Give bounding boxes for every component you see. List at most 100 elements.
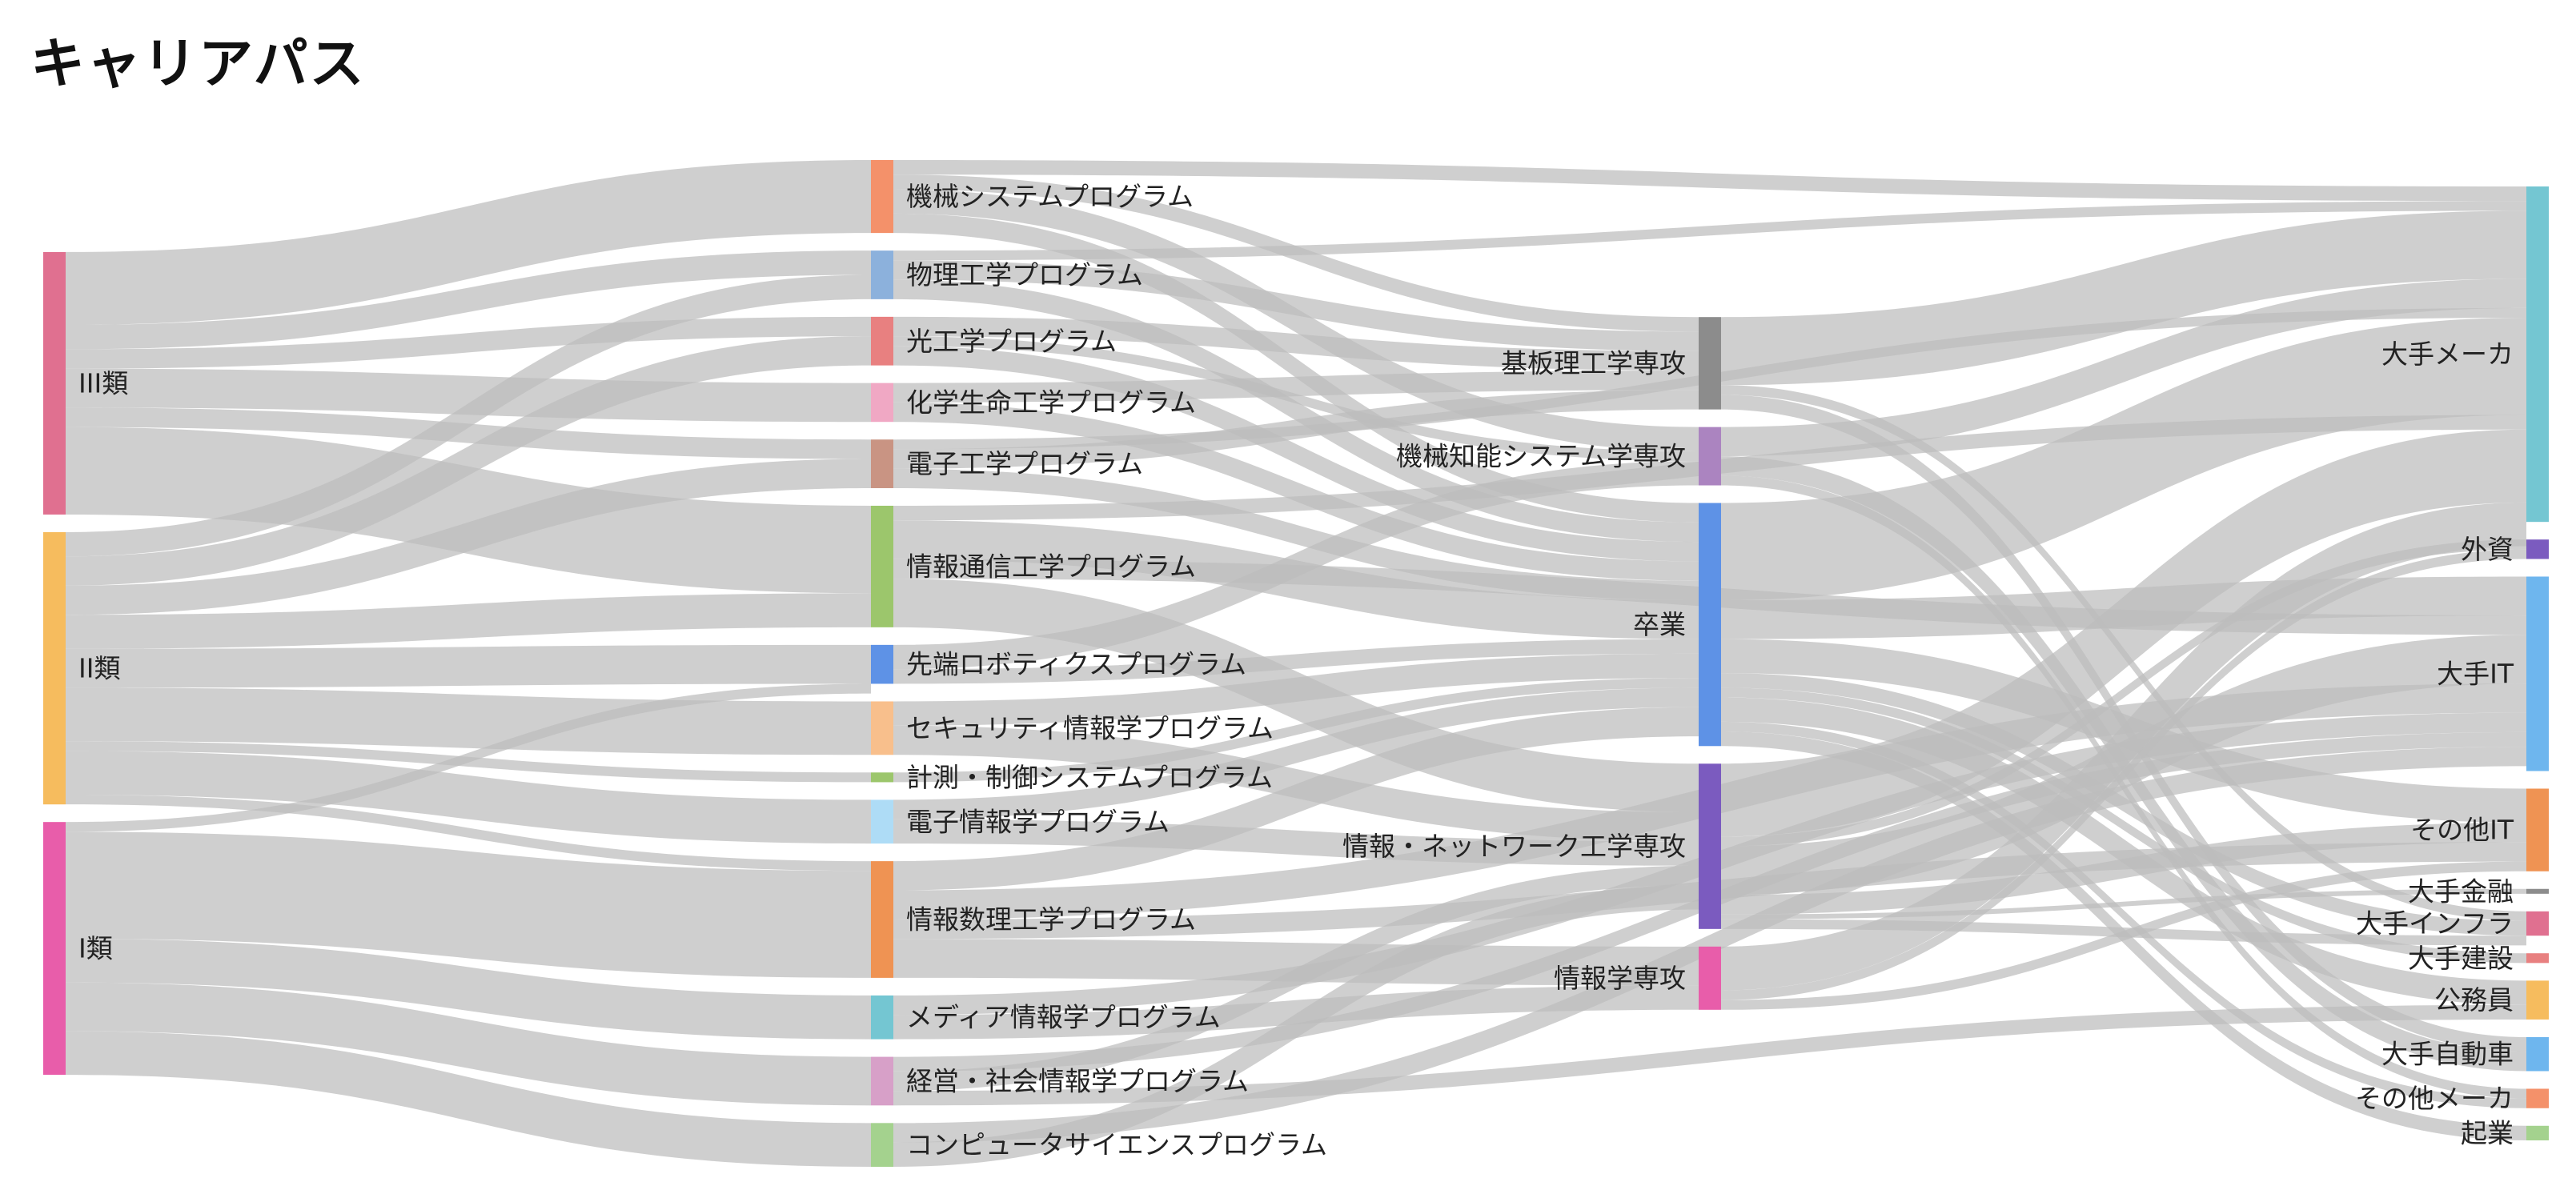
node-bar [871, 644, 893, 684]
link [66, 593, 871, 649]
node-label: 大手金融 [2408, 875, 2514, 907]
node-label: 先端ロボティクスプログラム [906, 649, 1246, 680]
link [893, 279, 1699, 543]
node-label: 機械知能システム学専攻 [1396, 441, 1686, 472]
node-bar [871, 701, 893, 755]
node-label: 情報通信工学プログラム [906, 551, 1196, 582]
link [893, 468, 1699, 601]
node-label: コンピュータサイエンスプログラム [906, 1129, 1327, 1160]
node-label: 大手自動車 [2381, 1039, 2514, 1070]
node-bar [2526, 1125, 2549, 1140]
node-label: 公務員 [2434, 984, 2514, 1016]
link [1721, 210, 2526, 386]
node-label: 計測・制御システムプログラム [906, 762, 1273, 793]
node-bar [1699, 317, 1721, 410]
link [66, 795, 871, 871]
node-bar [1699, 427, 1721, 486]
node-bar [2526, 788, 2549, 871]
node-bar [871, 383, 893, 423]
node-bar [1699, 763, 1721, 929]
node-bar [1699, 946, 1721, 1010]
link [1721, 861, 2526, 1010]
link [893, 336, 1699, 462]
link [1721, 687, 2526, 964]
node-bar [871, 772, 893, 783]
node-label: 物理工学プログラム [906, 259, 1143, 290]
link [66, 274, 871, 557]
link [893, 189, 1699, 451]
link [66, 751, 871, 844]
link [66, 160, 871, 326]
node-label: 機械システムプログラム [906, 181, 1194, 212]
link [1721, 318, 2526, 601]
node-label: 大手メーカ [2381, 339, 2514, 370]
node-bar [43, 531, 66, 805]
node-label: 基板理工学専攻 [1501, 347, 1686, 379]
link [893, 461, 1699, 670]
link [1721, 502, 2526, 991]
link [1721, 278, 2526, 457]
link [66, 1031, 871, 1167]
node-label: 外資 [2461, 534, 2514, 565]
link [893, 678, 1699, 783]
link [66, 407, 871, 459]
link [66, 938, 871, 1040]
link [66, 427, 871, 594]
link [893, 201, 2526, 261]
node-bar [871, 995, 893, 1040]
link [66, 982, 871, 1106]
node-bar [2526, 888, 2549, 894]
node-bar [2526, 911, 2549, 936]
link [1721, 539, 2526, 847]
node-label: メディア情報学プログラム [906, 1002, 1221, 1033]
link [893, 653, 1699, 726]
link [66, 683, 871, 832]
link [1721, 697, 2526, 1005]
node-bar [871, 250, 893, 299]
node-bar [871, 439, 893, 488]
node-bar [871, 160, 893, 234]
node-bar [43, 251, 66, 515]
node-bar [2526, 539, 2549, 559]
node-bar [871, 316, 893, 366]
link [893, 213, 1699, 523]
link [893, 725, 1699, 842]
link [66, 831, 871, 978]
node-label: 光工学プログラム [906, 326, 1117, 357]
link [893, 639, 1699, 684]
link [893, 885, 1699, 1167]
node-label: その他IT [2410, 815, 2514, 846]
node-label: 卒業 [1633, 609, 1686, 640]
link [66, 336, 871, 586]
link [893, 316, 1699, 371]
sankey-links [66, 160, 2526, 1167]
node-bar [871, 1056, 893, 1106]
node-label: 大手IT [2437, 658, 2514, 689]
node-bar [871, 799, 893, 844]
link [66, 644, 871, 688]
node-label: I類 [78, 933, 113, 964]
node-bar [2526, 1036, 2549, 1072]
link [1721, 549, 2526, 1000]
node-bar [1699, 503, 1721, 747]
link [1721, 721, 2526, 1108]
node-label: II類 [78, 653, 120, 684]
node-bar [2526, 1088, 2549, 1108]
node-bar [2526, 186, 2549, 523]
link [66, 459, 871, 615]
link [66, 250, 871, 350]
node-label: 大手インフラ [2356, 908, 2514, 940]
node-label: セキュリティ情報学プログラム [906, 712, 1274, 743]
node-bar [2526, 953, 2549, 964]
node-label: 情報学専攻 [1554, 963, 1686, 994]
node-bar [2526, 980, 2549, 1020]
node-label: 情報・ネットワーク工学専攻 [1342, 831, 1686, 862]
link [893, 260, 1699, 351]
node-label: 情報数理工学プログラム [906, 904, 1196, 936]
link [893, 160, 2526, 202]
node-bar [871, 1123, 893, 1167]
node-label: 経営・社会情報学プログラム [906, 1065, 1249, 1096]
link [893, 687, 1699, 819]
node-label: 電子情報学プログラム [906, 806, 1170, 837]
link [1721, 429, 2526, 837]
